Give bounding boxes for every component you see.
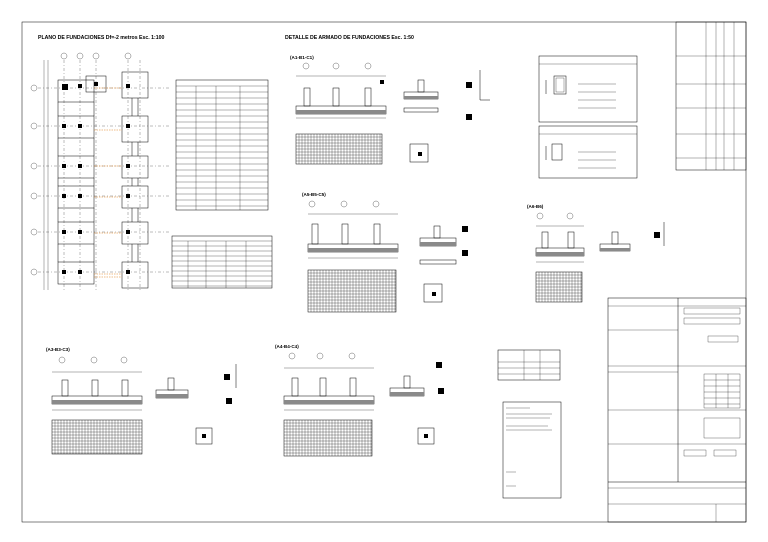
detail-label-a5-b5-c5: (A5-B5-C5) bbox=[302, 192, 326, 197]
plan-tie-beams bbox=[94, 87, 122, 278]
notes-box bbox=[502, 401, 562, 499]
detail-label-a4-b4-c4: (A4-B4-C4) bbox=[275, 344, 299, 349]
schedule-table-1 bbox=[175, 79, 269, 211]
small-table bbox=[497, 349, 561, 381]
sheet-border bbox=[21, 21, 747, 523]
footing-detail-a5-b5-c5: (A5-B5-C5) bbox=[302, 192, 468, 313]
column-section-box-1 bbox=[538, 55, 638, 123]
foundation-plan bbox=[30, 52, 170, 290]
title-block bbox=[607, 297, 747, 523]
detail-label-a3-b3-c3: (A3-B3-C3) bbox=[46, 347, 70, 352]
footing-detail-a1-b1-c1: (A1-B1-C1) bbox=[290, 55, 490, 165]
detail-label-a6-b6: (A6-B6) bbox=[527, 204, 544, 209]
detail-label-a1-b1-c1: (A1-B1-C1) bbox=[290, 55, 314, 60]
detail-title: DETALLE DE ARMADO DE FUNDACIONES Esc. 1:… bbox=[285, 35, 414, 41]
plan-left-footings bbox=[57, 75, 107, 285]
footing-detail-a6-b6: (A6-B6) bbox=[527, 204, 665, 303]
column-section-box-2 bbox=[538, 125, 638, 179]
plan-axis-bubbles bbox=[60, 52, 141, 290]
footing-detail-a4-b4-c4: (A4-B4-C4) bbox=[275, 344, 444, 457]
plan-row-axes bbox=[30, 84, 170, 276]
revision-block bbox=[675, 21, 747, 171]
plan-title: PLANO DE FUNDACIONES Df=-2 metros Esc. 1… bbox=[38, 35, 165, 41]
footing-detail-a3-b3-c3: (A3-B3-C3) bbox=[46, 347, 237, 455]
plan-right-footings bbox=[121, 71, 149, 289]
schedule-table-2 bbox=[171, 235, 273, 289]
